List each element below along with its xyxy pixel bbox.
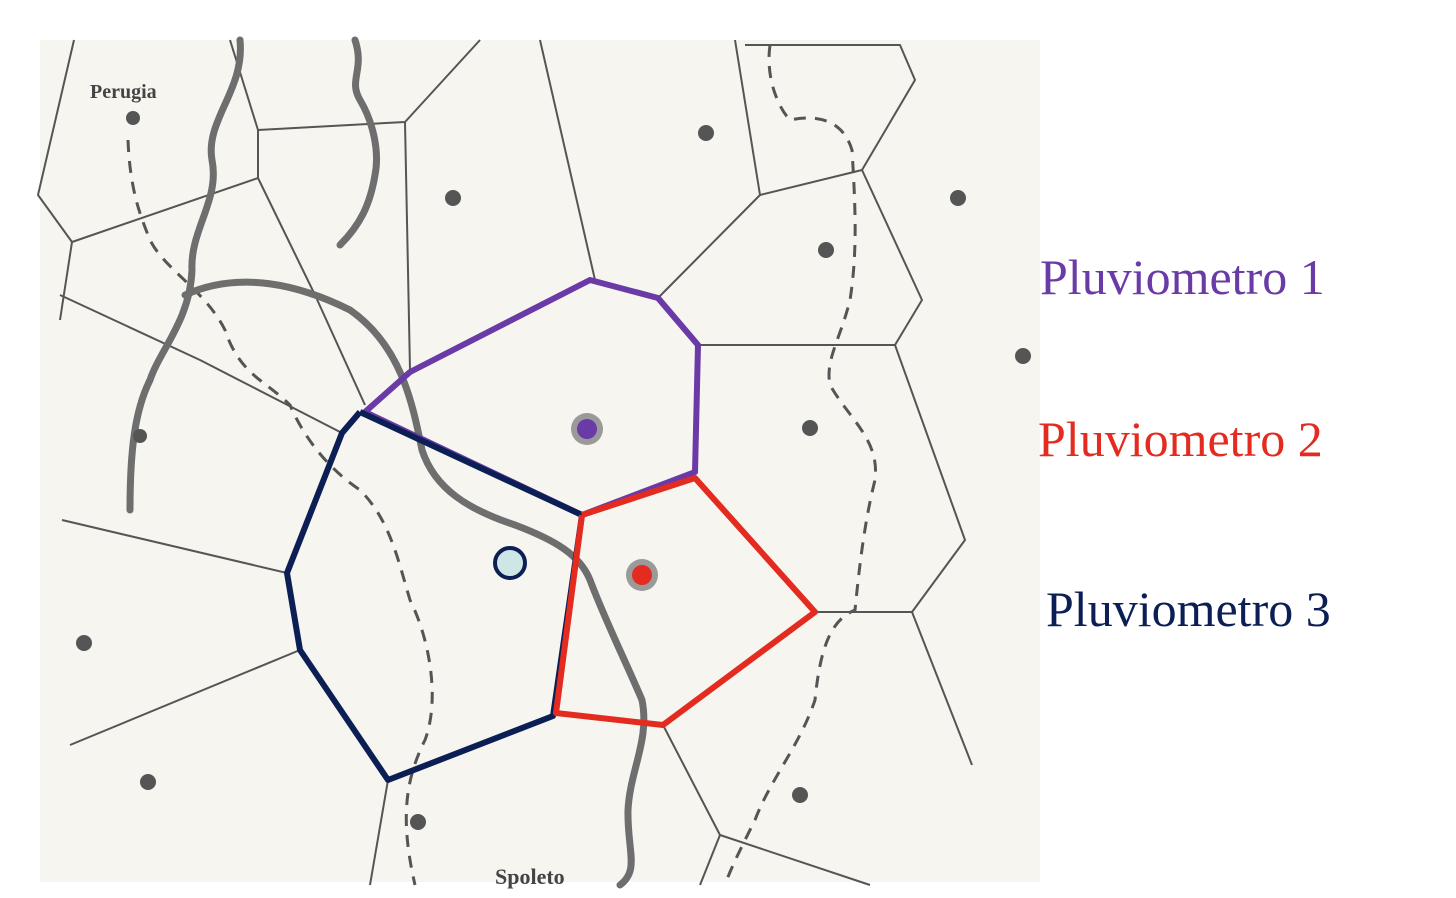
gauge-dot — [76, 635, 92, 651]
polygon-pluviometro-2 — [553, 475, 818, 728]
polygon-edge — [695, 169, 923, 346]
polygon-edge — [911, 611, 973, 766]
polygon-edge — [59, 241, 73, 321]
polygon-edge — [37, 39, 75, 243]
rivers — [126, 36, 648, 889]
map-background — [40, 40, 1040, 882]
gauge-pluviometro-1-core — [577, 419, 597, 439]
polygon-edge — [229, 39, 259, 131]
gauge-dot — [126, 111, 140, 125]
river-north-tributary — [336, 36, 381, 249]
gauge-dot — [950, 190, 966, 206]
polygon-edge — [539, 39, 596, 281]
gauge-dot — [1015, 348, 1031, 364]
highlighted-gauges — [493, 413, 658, 591]
gauge-pluviometro-2-core — [632, 565, 652, 585]
gauge-pluviometro-3 — [493, 546, 527, 580]
polygon-edge — [369, 779, 389, 886]
polygon-edge — [61, 519, 288, 574]
rain-gauges — [76, 111, 1031, 830]
gauge-dot — [133, 429, 147, 443]
legend-pluviometro-2: Pluviometro 2 — [1038, 411, 1323, 467]
polygon-edge — [59, 294, 343, 434]
river-west-tributary — [126, 36, 244, 514]
gauge-dot — [802, 420, 818, 436]
gauge-dot — [698, 125, 714, 141]
dashed-boundary-west — [126, 139, 434, 886]
river-main — [181, 278, 648, 889]
city-label-perugia: Perugia — [90, 81, 157, 103]
thiessen-polygon-network — [37, 39, 973, 886]
polygon-edge — [699, 834, 721, 886]
polygon-pluviometro-1 — [362, 277, 701, 518]
dashed-boundaries — [126, 44, 878, 886]
gauge-dot — [140, 774, 156, 790]
legend-pluviometro-1: Pluviometro 1 — [1040, 249, 1325, 305]
polygon-edge — [69, 649, 301, 746]
city-label-spoleto: Spoleto — [495, 864, 565, 889]
gauge-dot — [792, 787, 808, 803]
gauge-dot — [410, 814, 426, 830]
legend-pluviometro-3: Pluviometro 3 — [1046, 581, 1331, 637]
polygon-edge — [815, 344, 966, 613]
gauge-dot — [445, 190, 461, 206]
gauge-dot — [818, 242, 834, 258]
polygon-edge — [404, 121, 411, 371]
polygon-edge — [745, 44, 916, 196]
